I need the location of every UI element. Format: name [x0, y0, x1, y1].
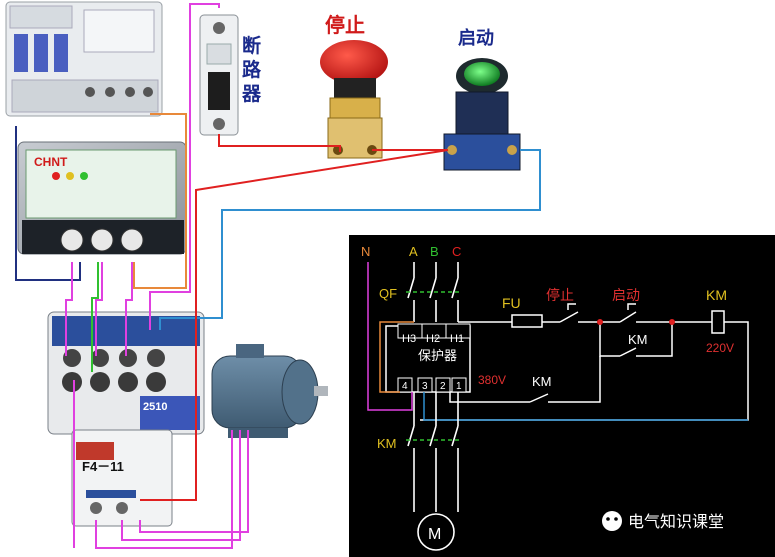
qf-switch — [407, 262, 459, 322]
terminal-b: B — [430, 244, 439, 259]
main-circuit-breaker — [5, 1, 163, 117]
photo-wires — [15, 3, 541, 549]
protector-terminal-4: 4 — [402, 381, 408, 392]
breaker-label-char-1: 断 — [242, 34, 261, 57]
motor-label: M — [428, 526, 441, 543]
stop-button-label: 停止 — [325, 13, 365, 37]
schematic-panel — [349, 235, 775, 557]
coil-voltage: 220V — [706, 341, 734, 355]
terminal-c: C — [452, 244, 461, 259]
junction-dot-1 — [597, 319, 603, 325]
fu-label: FU — [502, 295, 521, 311]
wechat-icon — [602, 511, 622, 531]
protector-terminal-2: 2 — [440, 381, 446, 392]
km-coil-label: KM — [706, 287, 727, 303]
km-aux-label: KM — [532, 374, 552, 389]
small-circuit-breaker — [199, 14, 239, 136]
start-button-label: 启动 — [458, 27, 494, 49]
contactor: 2510 — [47, 311, 205, 435]
start-button — [443, 58, 521, 171]
motor-protector: CHNT — [17, 141, 187, 255]
breaker-label-char-2: 路 — [242, 58, 262, 81]
protector-h2: H2 — [426, 333, 440, 345]
motor-symbol — [417, 513, 455, 551]
protector-h1: H1 — [450, 333, 464, 345]
protector-h3: H3 — [402, 333, 416, 345]
thermal-relay: F4－11 — [71, 429, 173, 527]
protector-terminals — [397, 377, 467, 393]
junction-dot-2 — [669, 319, 675, 325]
stop-button — [320, 40, 388, 159]
watermark-text: 电气知识课堂 — [628, 512, 724, 531]
terminal-a: A — [409, 244, 418, 259]
protector-terminal-3: 3 — [422, 381, 428, 392]
terminal-n: N — [361, 244, 370, 259]
watermark: 电气知识课堂 — [602, 511, 724, 531]
protector-brand: CHNT — [34, 155, 68, 169]
breaker-label-char-3: 器 — [241, 83, 262, 105]
schematic-feed-lines — [367, 262, 748, 421]
contactor-model: 2510 — [143, 401, 167, 413]
protector-name: 保护器 — [418, 349, 457, 364]
start-switch-label: 启动 — [612, 288, 640, 304]
km-holding-label: KM — [628, 332, 648, 347]
motor — [211, 344, 328, 438]
thermal-relay-model: F4－11 — [82, 459, 124, 474]
stop-switch-label: 停止 — [546, 287, 574, 304]
qf-label: QF — [379, 286, 397, 301]
km-main-contacts — [407, 392, 459, 512]
km-main-label: KM — [377, 436, 397, 451]
protector-terminal-1: 1 — [456, 381, 462, 392]
protector-voltage: 380V — [478, 373, 506, 387]
